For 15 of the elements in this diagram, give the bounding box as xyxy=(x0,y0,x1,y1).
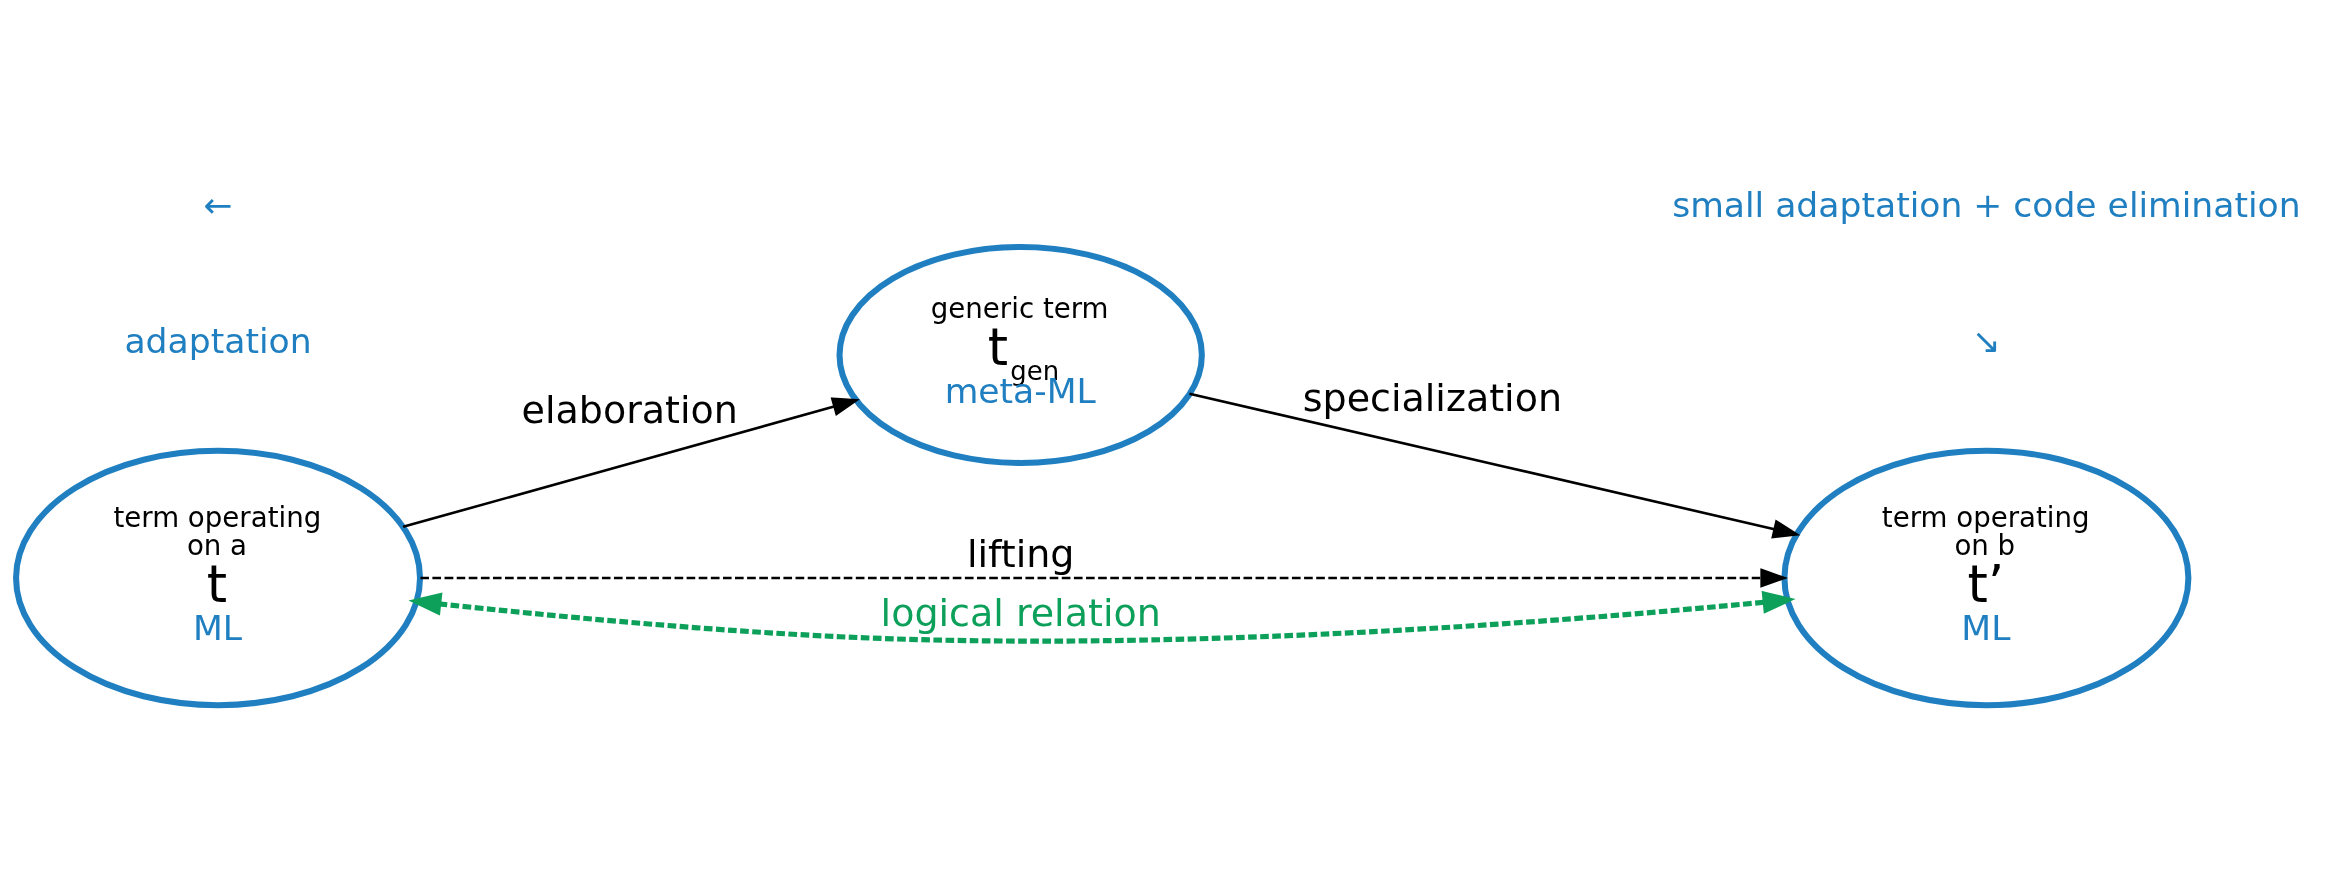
edge-label: specialization xyxy=(1302,375,1563,420)
edge-label: lifting xyxy=(966,531,1075,576)
edge-label: elaboration xyxy=(521,387,738,432)
label: ↘ xyxy=(1971,320,2001,361)
label: adaptation xyxy=(124,320,312,361)
node-ellipse: generic term t$_{gen}$ meta-ML xyxy=(836,243,1205,466)
arrow xyxy=(420,567,1789,588)
arrow xyxy=(402,396,860,528)
arrow xyxy=(408,590,1796,644)
node-ellipse: term operating on b t’ ML xyxy=(1781,447,2192,708)
edge-label: logical relation xyxy=(880,590,1161,635)
node-ellipse: term operating on a t ML xyxy=(13,447,424,708)
arrow xyxy=(1189,391,1801,538)
label: ← xyxy=(203,184,233,225)
label: small adaptation + code elimination xyxy=(1672,184,2301,225)
